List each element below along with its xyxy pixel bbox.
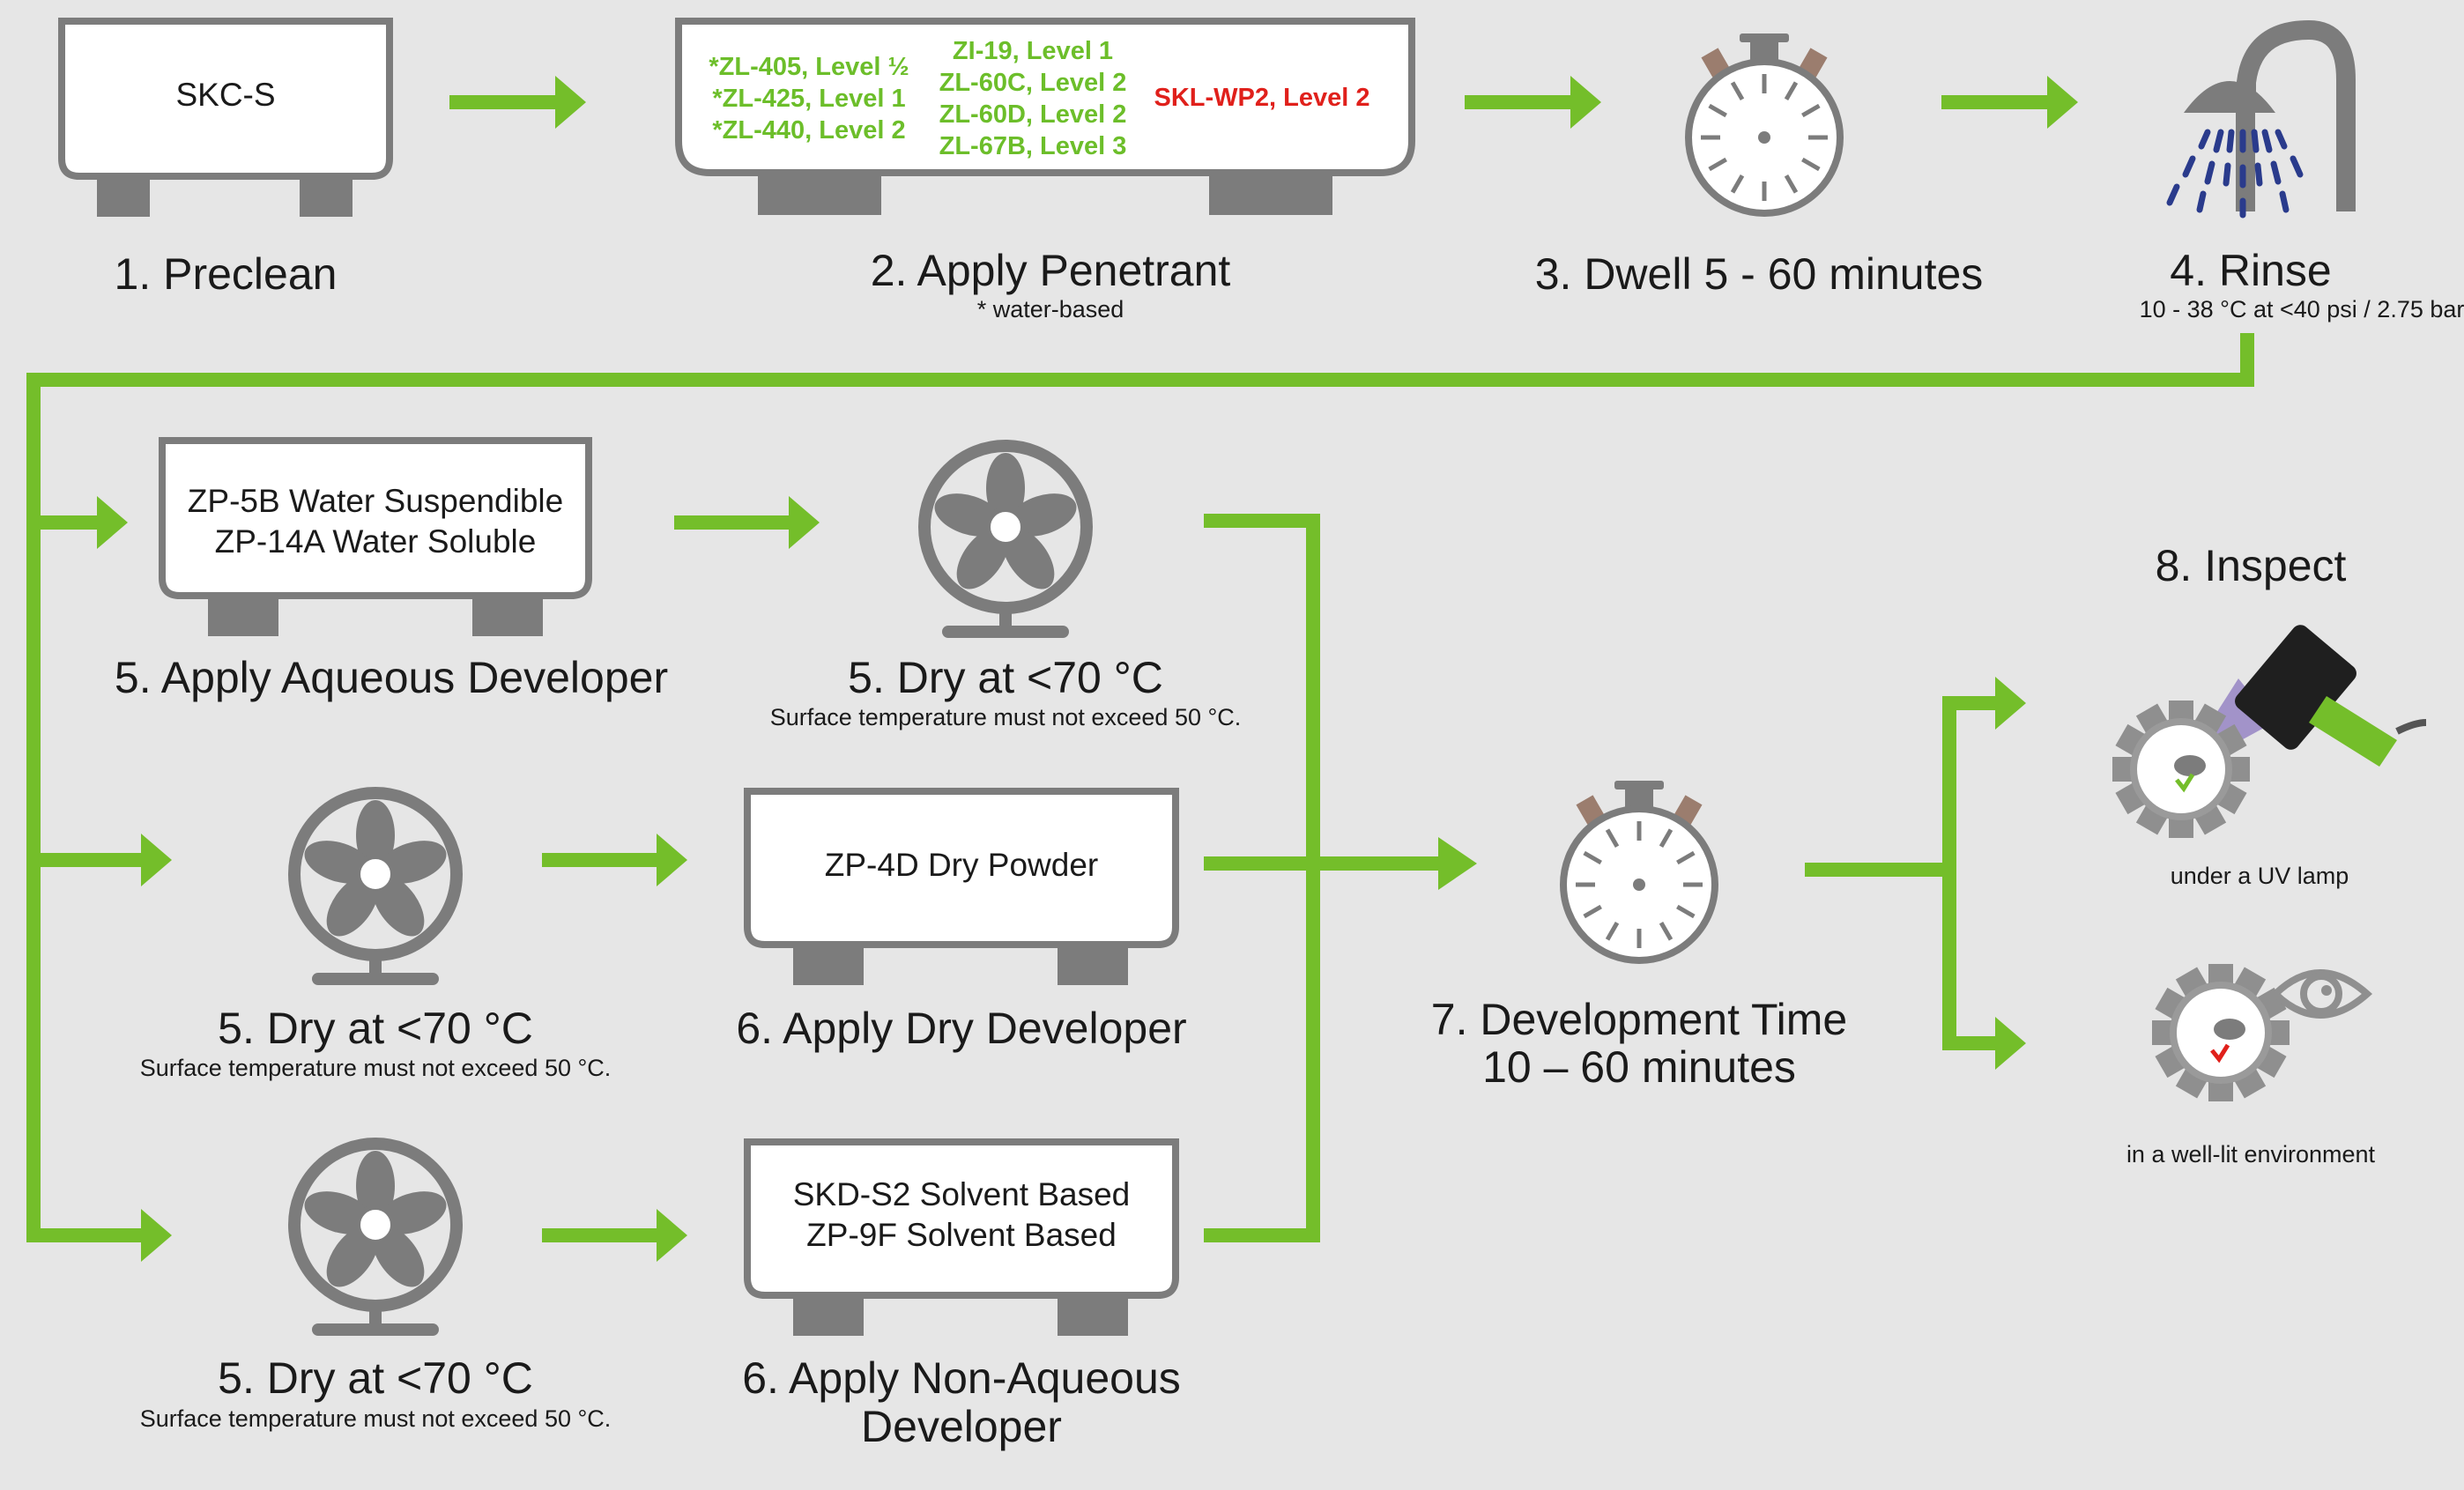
penetrant-item: *ZL-440, Level 2	[712, 116, 906, 145]
dry-label-row3: 5. Dry at <70 °C	[218, 1353, 533, 1403]
arrow-to-dry-row3	[26, 1209, 172, 1262]
stopwatch-icon	[1563, 781, 1715, 960]
dry-label-row2: 5. Dry at <70 °C	[218, 1004, 533, 1053]
penetrant-tub	[675, 18, 1415, 215]
penetrant-item: ZL-60D, Level 2	[939, 100, 1127, 129]
crack-indicator-green	[2175, 773, 2195, 793]
penetrant-item: *ZL-405, Level ½	[709, 53, 909, 81]
crack-indicator-red	[2210, 1043, 2230, 1064]
fan-icon	[294, 1144, 456, 1336]
arrow-dwell-to-rinse	[1941, 76, 2078, 129]
penetrant-item: ZL-60C, Level 2	[939, 69, 1127, 97]
inspect-label: 8. Inspect	[2155, 541, 2347, 590]
arrow-to-dev-time	[1306, 837, 1477, 890]
penetrant-col2: ZI-19, Level 1 ZL-60C, Level 2 ZL-60D, L…	[939, 35, 1127, 162]
dry-note-row3: Surface temperature must not exceed 50 °…	[139, 1405, 612, 1432]
dev-time-label-line1: 7. Development Time	[1430, 995, 1848, 1044]
fan-icon	[294, 793, 456, 985]
nonaq-box-line2: ZP-9F Solvent Based	[806, 1217, 1117, 1253]
arrow-to-visible	[1942, 1017, 2026, 1070]
dry-note-row1: Surface temperature must not exceed 50 °…	[769, 704, 1242, 730]
nonaq-label-line1: 6. Apply Non-Aqueous	[742, 1353, 1181, 1403]
preclean-label: 1. Preclean	[114, 249, 338, 299]
inspect-uv-label: under a UV lamp	[2170, 863, 2349, 889]
arrow-aqueous-to-dry	[674, 496, 820, 549]
arrow-to-dry-row2	[26, 834, 172, 886]
arrow-dry-to-drydev	[542, 834, 687, 886]
arrow-dry-to-nonaq	[542, 1209, 687, 1262]
penetrant-item: ZI-19, Level 1	[952, 37, 1114, 65]
eye-icon	[2270, 969, 2373, 1019]
dry-developer-label: 6. Apply Dry Developer	[736, 1004, 1187, 1053]
gear-icon	[2152, 964, 2290, 1101]
aqueous-tub	[159, 437, 592, 636]
flow-connectors	[26, 76, 2254, 1262]
penetrant-item: ZL-67B, Level 3	[939, 132, 1127, 160]
arrow-preclean-to-penetrant	[449, 76, 586, 129]
penetrant-col3: SKL-WP2, Level 2	[1154, 84, 1370, 112]
nonaq-developer-tub	[744, 1138, 1179, 1336]
preclean-tub	[58, 18, 393, 217]
dry-note-row2: Surface temperature must not exceed 50 °…	[139, 1055, 612, 1081]
aqueous-box-line2: ZP-14A Water Soluble	[214, 523, 537, 560]
aqueous-label: 5. Apply Aqueous Developer	[114, 653, 669, 702]
arrow-penetrant-to-dwell	[1465, 76, 1601, 129]
rinse-label: 4. Rinse	[2170, 246, 2332, 295]
nonaq-label-line2: Developer	[861, 1402, 1062, 1451]
penetrant-label: 2. Apply Penetrant	[870, 246, 1231, 295]
penetrant-item: *ZL-425, Level 1	[712, 85, 906, 113]
shower-icon	[2166, 19, 2356, 219]
arrow-to-uv	[1942, 677, 2026, 730]
rinse-note: 10 - 38 °C at <40 psi / 2.75 bar	[2139, 296, 2464, 322]
preclean-box-label: SKC-S	[175, 77, 276, 113]
stopwatch-icon	[1688, 33, 1840, 213]
nonaq-box-line1: SKD-S2 Solvent Based	[792, 1176, 1131, 1212]
dev-time-label-line2: 10 – 60 minutes	[1482, 1042, 1796, 1092]
dry-developer-box-label: ZP-4D Dry Powder	[824, 847, 1099, 883]
penetrant-col1: *ZL-405, Level ½ *ZL-425, Level 1 *ZL-44…	[709, 51, 909, 146]
inspect-visible-label: in a well-lit environment	[2126, 1141, 2376, 1168]
dry-developer-tub	[744, 788, 1179, 985]
penetrant-note: * water-based	[976, 296, 1124, 322]
arrow-to-aqueous	[26, 496, 128, 549]
fan-icon	[924, 446, 1087, 638]
dry-label-row1: 5. Dry at <70 °C	[848, 653, 1163, 702]
dwell-label: 3. Dwell 5 - 60 minutes	[1534, 249, 1984, 299]
aqueous-box-line1: ZP-5B Water Suspendible	[187, 483, 564, 519]
